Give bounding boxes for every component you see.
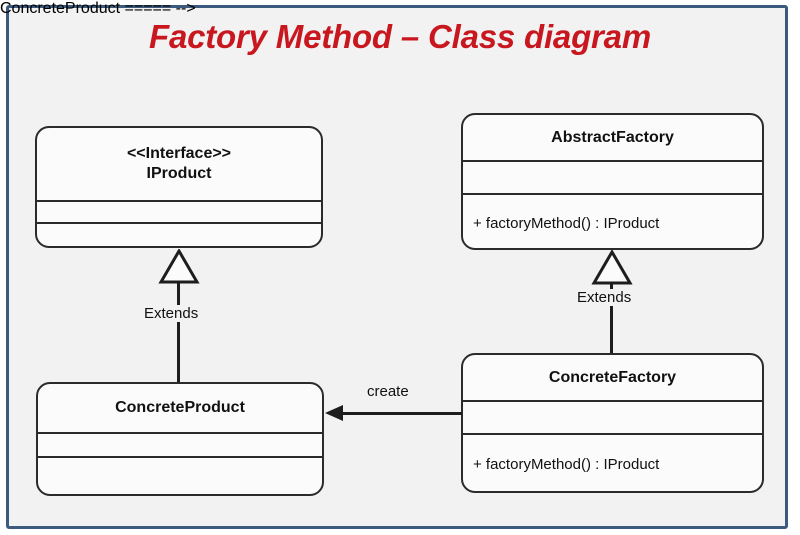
- relationship-label-create: create: [364, 383, 412, 400]
- uml-class-iproduct-stereotype: <<Interface>>: [126, 145, 232, 162]
- uml-class-abstractfactory-attributes: [463, 162, 762, 193]
- arrowhead-icon: [324, 404, 344, 427]
- uml-class-concreteproduct-header: ConcreteProduct: [38, 384, 322, 432]
- generalization-line-product: [177, 282, 180, 382]
- uml-separator: [37, 200, 321, 202]
- uml-separator: [37, 222, 321, 224]
- uml-class-abstractfactory-header: AbstractFactory: [463, 115, 762, 160]
- uml-class-iproduct-attributes: [37, 202, 321, 222]
- uml-separator: [463, 160, 762, 162]
- uml-class-concretefactory[interactable]: ConcreteFactory + factoryMethod() : IPro…: [461, 353, 764, 493]
- uml-class-iproduct-name: IProduct: [146, 165, 212, 182]
- uml-separator: [463, 400, 762, 402]
- relationship-label-extends-product: Extends: [141, 305, 202, 322]
- uml-class-concretefactory-name: ConcreteFactory: [548, 368, 677, 386]
- uml-class-iproduct-operations: [37, 224, 321, 246]
- uml-separator: [463, 193, 762, 195]
- uml-separator: [463, 433, 762, 435]
- uml-class-concretefactory-operation: + factoryMethod() : IProduct: [473, 456, 660, 473]
- generalization-line-factory: [610, 283, 613, 353]
- uml-class-abstractfactory-operation: + factoryMethod() : IProduct: [473, 214, 660, 232]
- uml-class-concretefactory-attributes: [463, 402, 762, 433]
- association-line-create: [336, 412, 462, 415]
- uml-class-concreteproduct-attributes: [38, 434, 322, 456]
- page-title: Factory Method – Class diagram: [149, 18, 651, 55]
- uml-class-abstractfactory-name: AbstractFactory: [551, 128, 674, 146]
- uml-class-iproduct-header: <<Interface>> IProduct: [37, 128, 321, 200]
- uml-class-concreteproduct[interactable]: ConcreteProduct: [36, 382, 324, 496]
- uml-class-abstractfactory[interactable]: AbstractFactory + factoryMethod() : IPro…: [461, 113, 764, 250]
- relationship-label-extends-factory: Extends: [574, 289, 635, 306]
- uml-separator: [38, 456, 322, 458]
- uml-class-iproduct[interactable]: <<Interface>> IProduct: [35, 126, 323, 248]
- uml-class-concretefactory-header: ConcreteFactory: [463, 355, 762, 400]
- uml-class-concreteproduct-name: ConcreteProduct: [115, 399, 245, 416]
- uml-class-concreteproduct-operations: [38, 458, 322, 494]
- uml-separator: [38, 432, 322, 434]
